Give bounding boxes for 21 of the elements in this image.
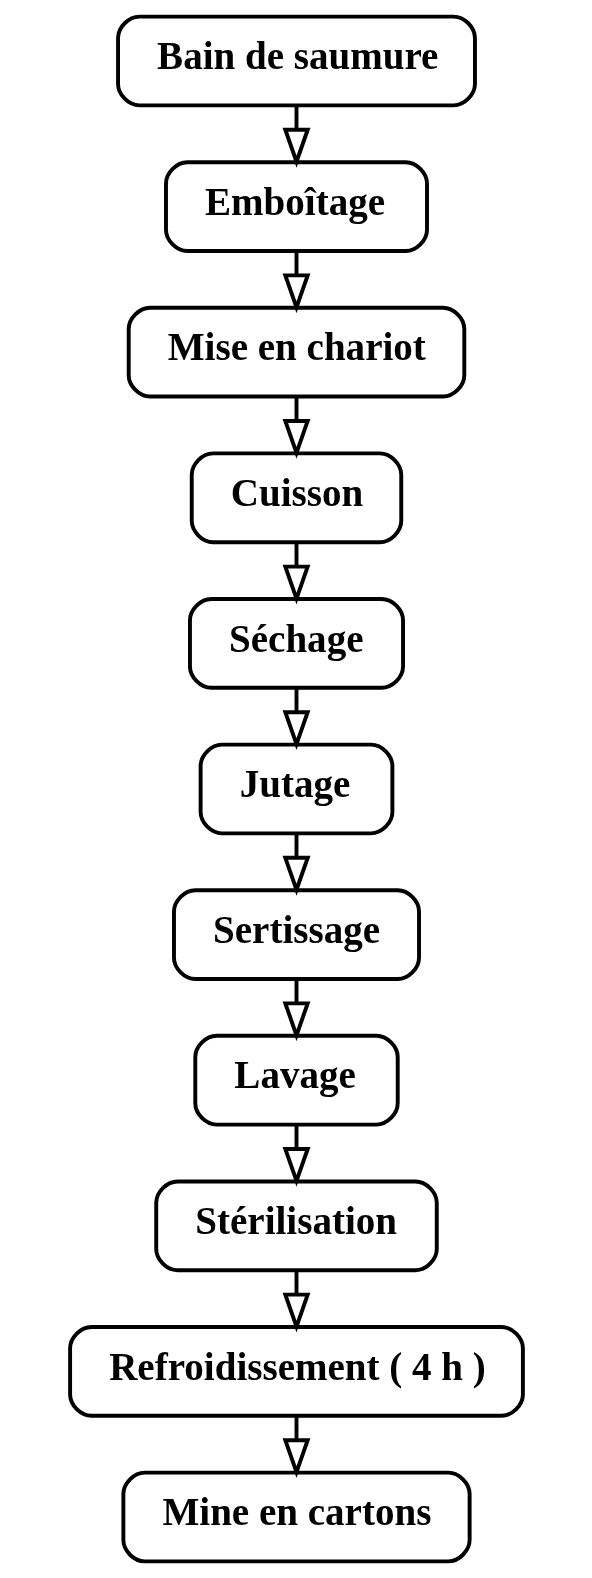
arrow [282, 1124, 310, 1187]
arrow [282, 1270, 310, 1333]
arrow [282, 833, 310, 896]
node-box: Stérilisation [153, 1179, 439, 1273]
arrow [282, 1415, 310, 1479]
arrow [282, 542, 310, 605]
arrow [282, 687, 310, 751]
node-box: Jutage [198, 742, 394, 836]
arrow [282, 396, 310, 459]
arrow [282, 979, 310, 1042]
node-box: Séchage [187, 597, 405, 690]
node-box: Cuisson [189, 451, 403, 545]
node-box: Emboîtage [163, 160, 429, 253]
node-box: Refroidissement ( 4 h ) [67, 1325, 525, 1418]
node-box: Mine en cartons [120, 1470, 472, 1564]
node-box: Sertissage [171, 888, 421, 981]
node-box: Bain de saumure [115, 14, 477, 108]
node-box: Lavage [192, 1033, 400, 1127]
node-box: Mise en chariot [126, 305, 466, 399]
arrow [282, 250, 310, 314]
arrow [282, 105, 310, 168]
